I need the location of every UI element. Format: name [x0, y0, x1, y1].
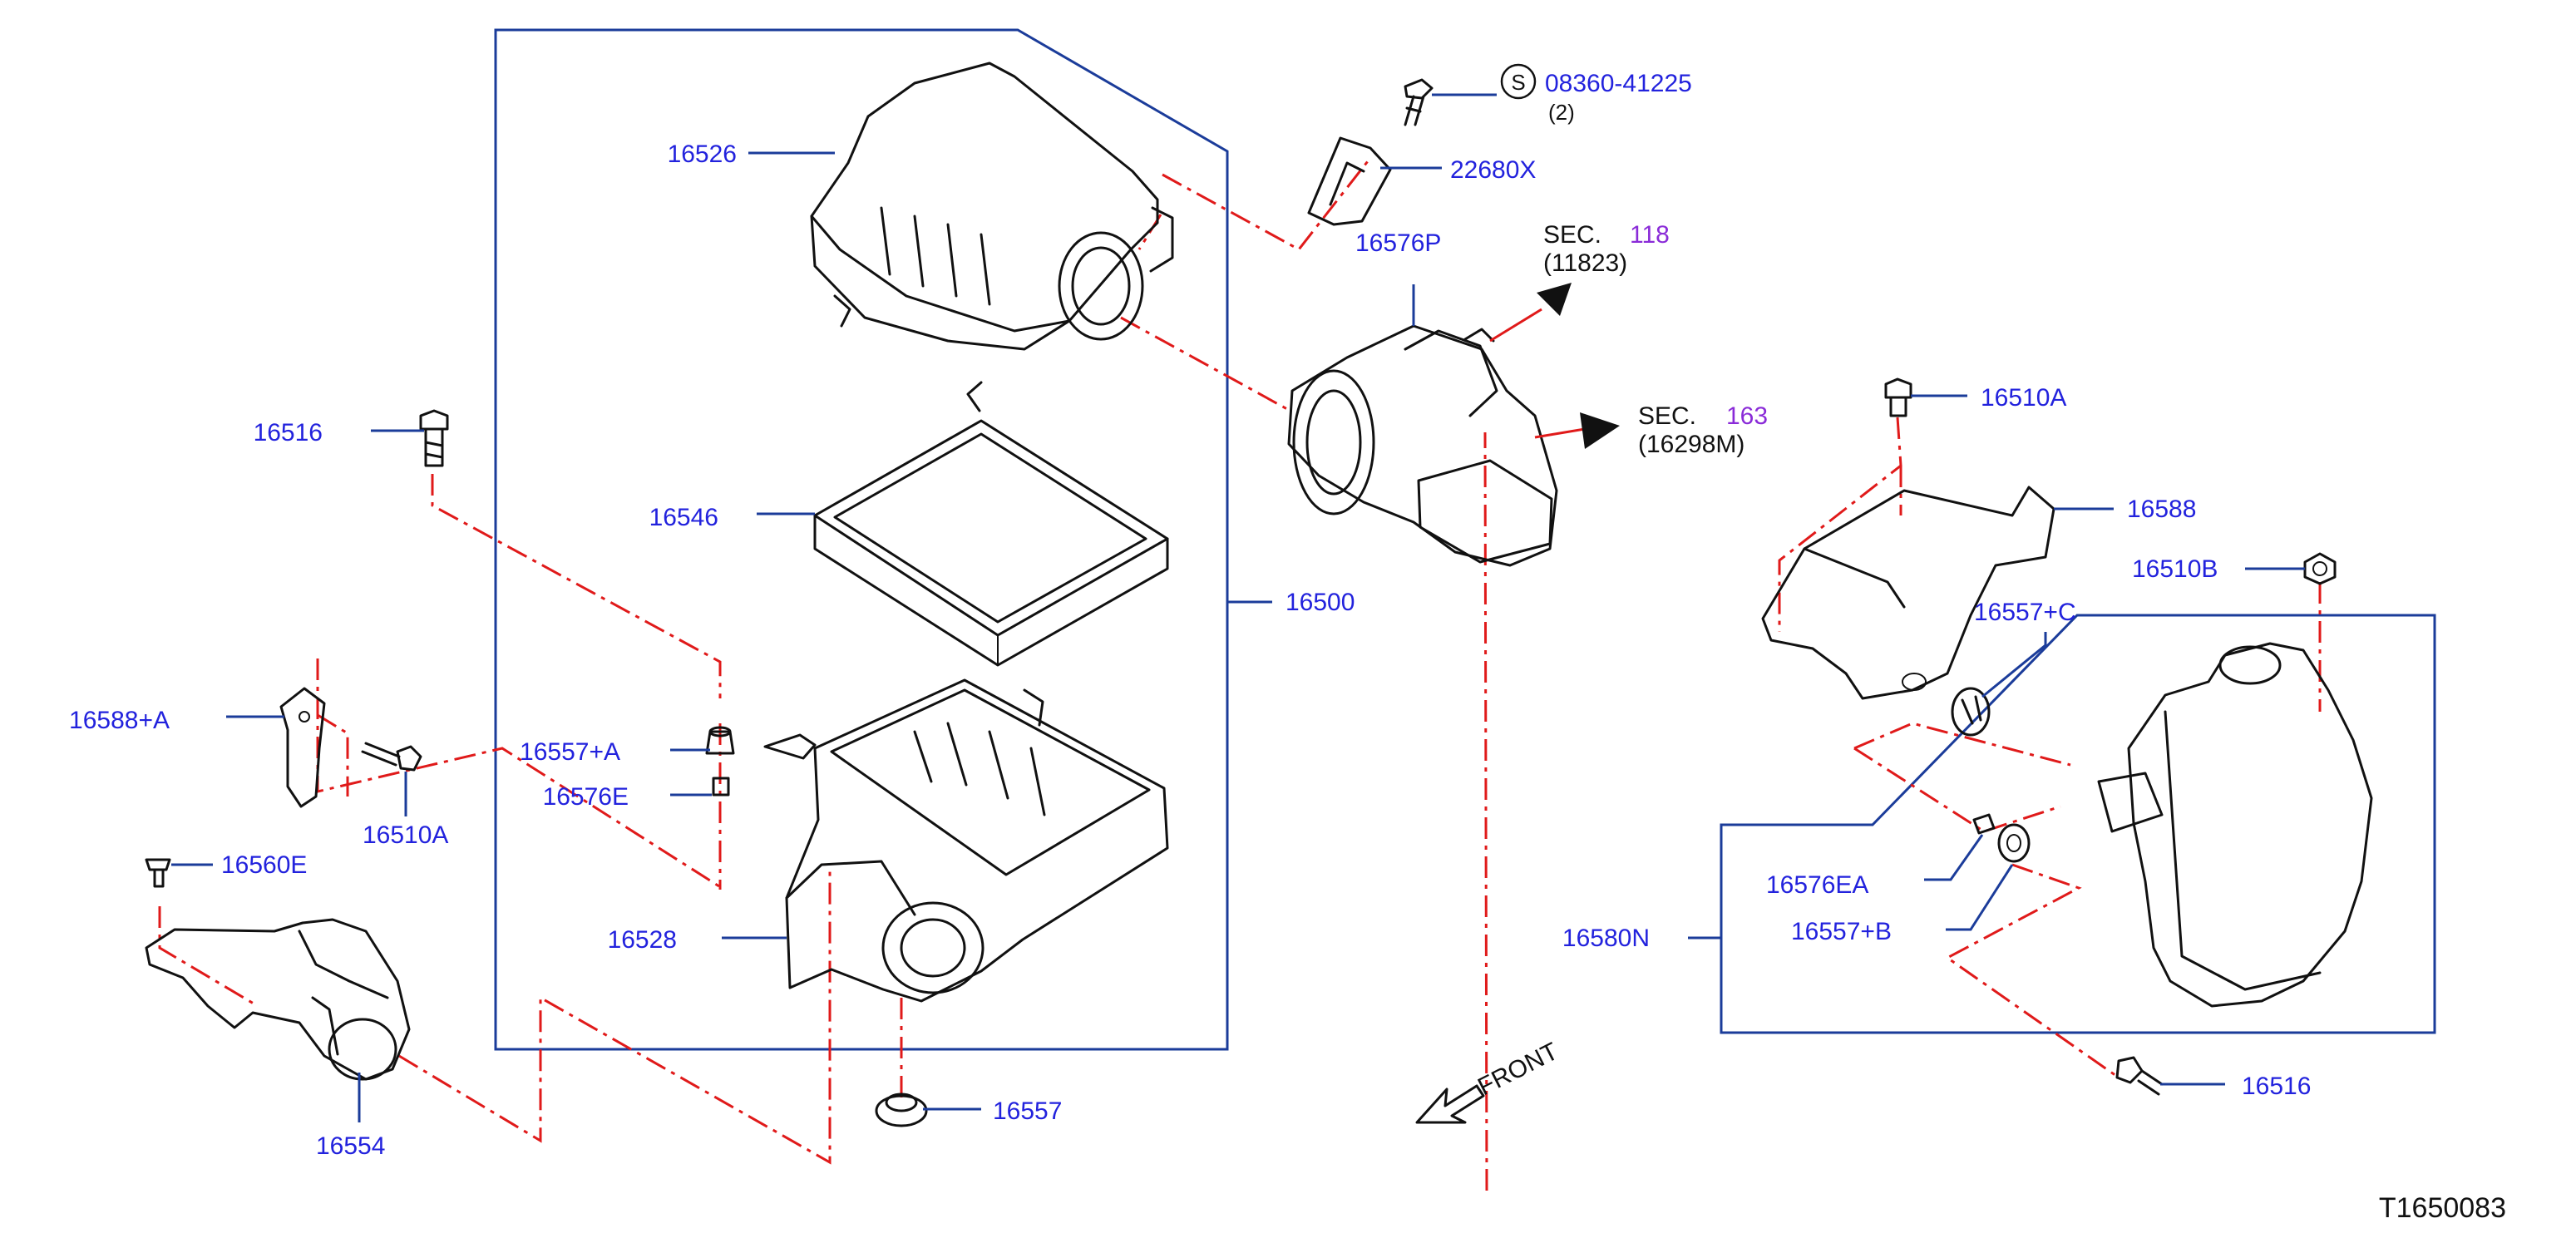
part-22680x-sensor — [1307, 136, 1392, 226]
sec-163-ref: (16298M) — [1638, 431, 1744, 458]
part-16526-upper-cover — [810, 62, 1174, 412]
label-16588a: 16588+A — [69, 707, 170, 734]
front-direction-arrow — [1415, 1084, 1485, 1124]
part-16557-grommet — [875, 1092, 928, 1127]
part-16546-filter-element — [813, 419, 1169, 667]
diagram-id: T1650083 — [2379, 1192, 2506, 1224]
part-16576ea-pin — [1972, 813, 1996, 835]
label-16510b: 16510B — [2132, 555, 2218, 583]
label-16516-right: 16516 — [2242, 1073, 2311, 1100]
label-16500: 16500 — [1286, 589, 1355, 616]
standard-part-symbol — [1500, 63, 1537, 100]
label-16557a: 16557+A — [520, 738, 620, 766]
sec-118-ref: (11823) — [1543, 249, 1627, 277]
part-16576e-pin — [712, 777, 730, 797]
part-16560e-clip — [145, 858, 171, 888]
label-16576e: 16576E — [543, 783, 629, 811]
part-16557b-grommet — [1997, 823, 2031, 863]
label-16580n: 16580N — [1562, 925, 1650, 952]
part-16580n-resonator — [2097, 642, 2373, 1008]
part-16557a-grommet — [705, 726, 735, 755]
bolt-callout: S 08360-41225 (2) — [1500, 63, 1692, 125]
part-16516-bolt-left — [419, 409, 449, 467]
part-labels: 16526 16546 16500 16516 16588+A 16510A 1… — [69, 141, 2311, 1160]
sec-118-number: 118 — [1630, 221, 1670, 249]
label-16576p: 16576P — [1355, 229, 1441, 257]
label-16557: 16557 — [993, 1097, 1062, 1125]
section-arrow-163 — [1534, 412, 1620, 449]
part-16557c-grommet — [1951, 687, 1991, 737]
section-ref-163: SEC. 163 (16298M) — [1638, 402, 1768, 458]
label-16528: 16528 — [608, 926, 677, 954]
part-16516-bolt-right — [2115, 1056, 2164, 1096]
label-16554: 16554 — [316, 1132, 385, 1160]
part-16510a-bolt-right — [1884, 377, 1912, 417]
label-16557c: 16557+C — [1974, 599, 2076, 626]
sec-118-prefix: SEC. — [1543, 221, 1601, 249]
part-16554-duct — [145, 918, 411, 1081]
front-label: FRONT — [1473, 1038, 1562, 1101]
label-16516-left: 16516 — [254, 419, 323, 446]
label-16588: 16588 — [2127, 496, 2196, 523]
label-16557b: 16557+B — [1791, 918, 1892, 945]
part-08360-screw — [1404, 78, 1434, 126]
section-ref-118: SEC. 118 (11823) — [1543, 221, 1670, 277]
label-bolt-qty: (2) — [1548, 100, 1575, 125]
sec-163-number: 163 — [1726, 402, 1768, 430]
sec-163-prefix: SEC. — [1638, 402, 1696, 430]
label-16526: 16526 — [668, 141, 737, 168]
label-08360-41225: 08360-41225 — [1545, 70, 1692, 97]
part-16576p-intake-duct — [1287, 324, 1558, 567]
part-16510a-bolt-left — [361, 742, 422, 772]
leader-lines — [171, 93, 2305, 1122]
part-16588a-bracket — [279, 687, 326, 808]
standard-part-symbol-letter: S — [1511, 70, 1525, 95]
assembly-frame-16580n — [1720, 614, 2436, 1034]
label-16576ea: 16576EA — [1766, 871, 1868, 899]
assembly-frame-16500 — [494, 28, 1229, 1051]
label-16510a-left: 16510A — [363, 821, 448, 849]
part-16588-bracket — [1761, 486, 2055, 700]
dashed-connection-lines — [158, 157, 2322, 1191]
part-16528-lower-case — [763, 678, 1169, 1003]
label-22680x: 22680X — [1450, 156, 1536, 184]
part-16510b-nut — [2303, 552, 2337, 585]
section-arrow-118 — [1489, 283, 1572, 343]
label-16510a-right: 16510A — [1981, 384, 2066, 412]
label-16546: 16546 — [649, 504, 718, 531]
label-16560e: 16560E — [221, 851, 307, 879]
